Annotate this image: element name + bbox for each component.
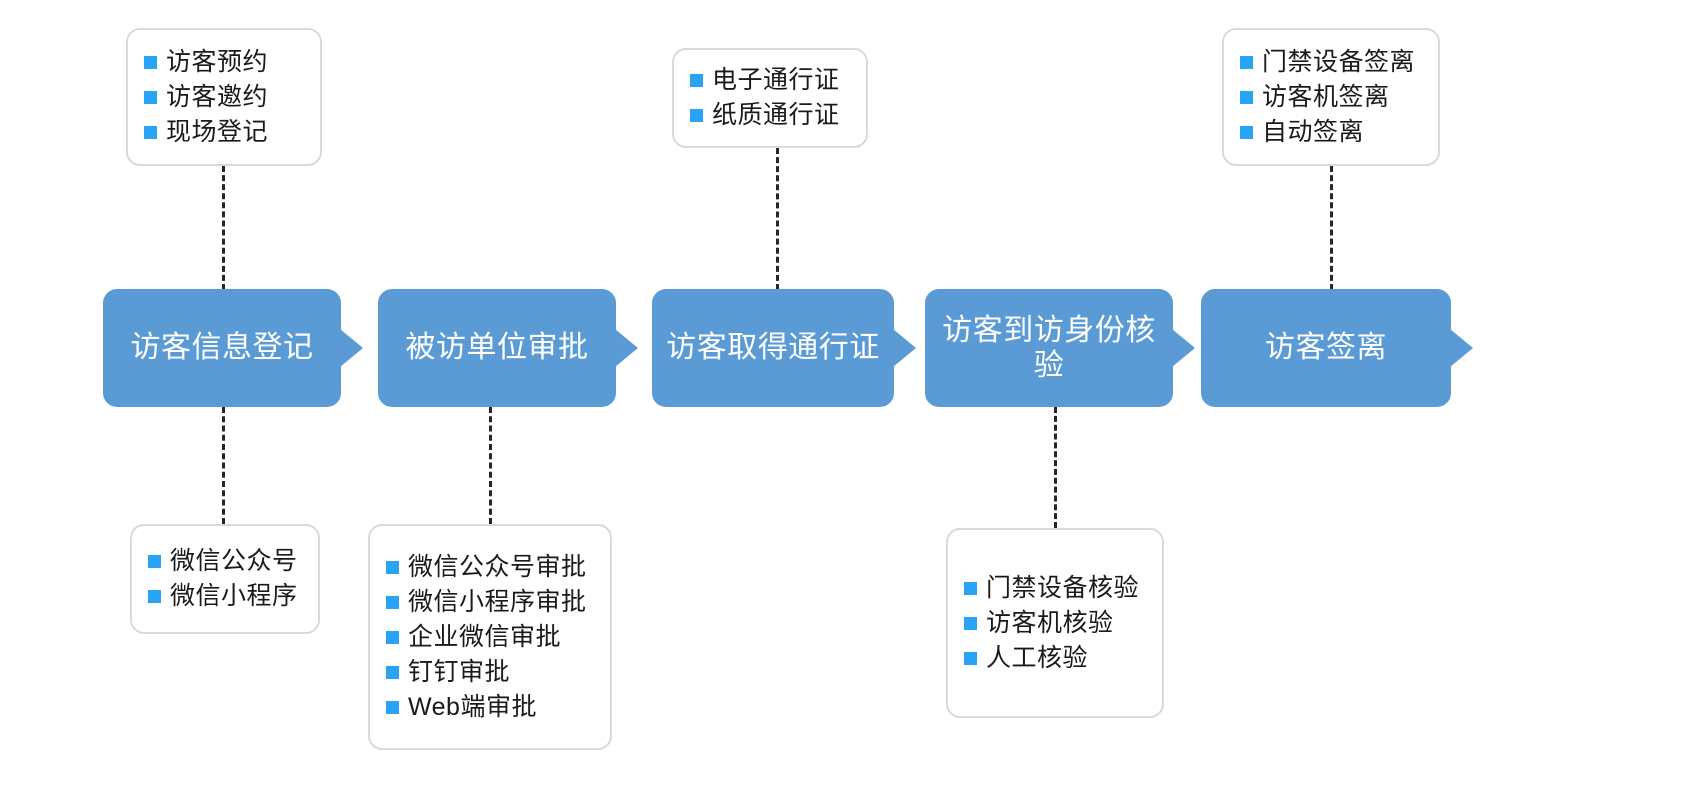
bullet-square-icon [964, 616, 977, 630]
callout-item-label: 访客机核验 [986, 608, 1114, 637]
list-item: 微信公众号审批 [386, 550, 594, 585]
bullet-square-icon [386, 665, 399, 679]
bullet-square-icon [690, 74, 703, 87]
process-step-label: 访客到访身份核验 [942, 313, 1156, 382]
process-step-label: 被访单位审批 [405, 331, 589, 365]
process-step-identity-verification[interactable]: 访客到访身份核验 [925, 289, 1195, 407]
list-item: 访客机核验 [964, 606, 1146, 641]
bullet-square-icon [1240, 90, 1253, 104]
callout-item-label: 纸质通行证 [712, 101, 840, 129]
bullet-square-icon [148, 555, 161, 568]
connector-bottom-step-1 [222, 407, 225, 524]
list-item: 企业微信审批 [386, 620, 594, 655]
callout-bottom-verification-methods: 门禁设备核验 访客机核验 人工核验 [946, 528, 1164, 718]
list-item: 人工核验 [964, 641, 1146, 676]
bullet-square-icon [386, 560, 399, 574]
process-step-visitor-checkout[interactable]: 访客签离 [1201, 289, 1473, 407]
process-step-host-approval[interactable]: 被访单位审批 [378, 289, 638, 407]
bullet-square-icon [386, 630, 399, 644]
connector-top-step-1 [222, 166, 225, 290]
callout-item-label: Web端审批 [408, 692, 537, 721]
bullet-square-icon [386, 700, 399, 714]
arrow-right-icon [893, 329, 916, 367]
bullet-square-icon [386, 595, 399, 609]
callout-item-label: 微信公众号审批 [408, 552, 587, 581]
list-item: 微信小程序 [148, 579, 302, 614]
process-step-label: 访客取得通行证 [666, 331, 880, 365]
process-step-visitor-registration[interactable]: 访客信息登记 [103, 289, 363, 407]
list-item: 访客邀约 [144, 80, 304, 115]
bullet-square-icon [964, 581, 977, 595]
list-item: 微信小程序审批 [386, 585, 594, 620]
arrow-right-icon [615, 329, 638, 367]
process-step-label: 访客签离 [1265, 331, 1387, 365]
list-item: 纸质通行证 [690, 98, 850, 133]
bullet-square-icon [144, 55, 157, 69]
callout-item-label: 自动签离 [1262, 117, 1365, 146]
connector-top-step-5 [1330, 166, 1333, 290]
list-item: 电子通行证 [690, 63, 850, 98]
bullet-square-icon [144, 125, 157, 139]
callout-item-label: 人工核验 [986, 643, 1089, 672]
bullet-square-icon [690, 109, 703, 122]
list-item: 现场登记 [144, 115, 304, 150]
callout-item-label: 微信小程序 [170, 582, 298, 610]
callout-item-label: 门禁设备签离 [1262, 47, 1416, 76]
arrow-right-icon [340, 329, 363, 367]
callout-bottom-registration-channels: 微信公众号 微信小程序 [130, 524, 320, 634]
bullet-square-icon [1240, 55, 1253, 69]
callout-item-label: 微信公众号 [170, 547, 298, 575]
callout-top-visitor-checkout: 门禁设备签离 访客机签离 自动签离 [1222, 28, 1440, 166]
process-step-label: 访客信息登记 [130, 331, 314, 365]
list-item: 访客机签离 [1240, 80, 1422, 115]
callout-item-label: 钉钉审批 [408, 657, 511, 686]
callout-item-label: 访客机签离 [1262, 82, 1390, 111]
process-step-obtain-pass[interactable]: 访客取得通行证 [652, 289, 916, 407]
callout-item-label: 现场登记 [166, 117, 269, 146]
list-item: Web端审批 [386, 690, 594, 725]
list-item: 微信公众号 [148, 544, 302, 579]
list-item: 访客预约 [144, 45, 304, 80]
connector-top-step-3 [776, 148, 779, 290]
arrow-right-icon [1450, 329, 1473, 367]
list-item: 门禁设备签离 [1240, 45, 1422, 80]
bullet-square-icon [144, 90, 157, 104]
callout-top-visitor-pass: 电子通行证 纸质通行证 [672, 48, 868, 148]
callout-item-label: 电子通行证 [712, 66, 840, 94]
callout-item-label: 访客邀约 [166, 82, 269, 111]
callout-top-visitor-registration: 访客预约 访客邀约 现场登记 [126, 28, 322, 166]
callout-item-label: 门禁设备核验 [986, 573, 1140, 602]
callout-item-label: 企业微信审批 [408, 622, 562, 651]
bullet-square-icon [964, 651, 977, 665]
connector-bottom-step-2 [489, 407, 492, 524]
callout-bottom-approval-channels: 微信公众号审批 微信小程序审批 企业微信审批 钉钉审批 Web端审批 [368, 524, 612, 750]
bullet-square-icon [148, 590, 161, 603]
list-item: 门禁设备核验 [964, 571, 1146, 606]
callout-item-label: 访客预约 [166, 47, 269, 76]
arrow-right-icon [1172, 329, 1195, 367]
connector-bottom-step-4 [1054, 407, 1057, 528]
bullet-square-icon [1240, 125, 1253, 139]
callout-item-label: 微信小程序审批 [408, 587, 587, 616]
list-item: 自动签离 [1240, 115, 1422, 150]
list-item: 钉钉审批 [386, 655, 594, 690]
